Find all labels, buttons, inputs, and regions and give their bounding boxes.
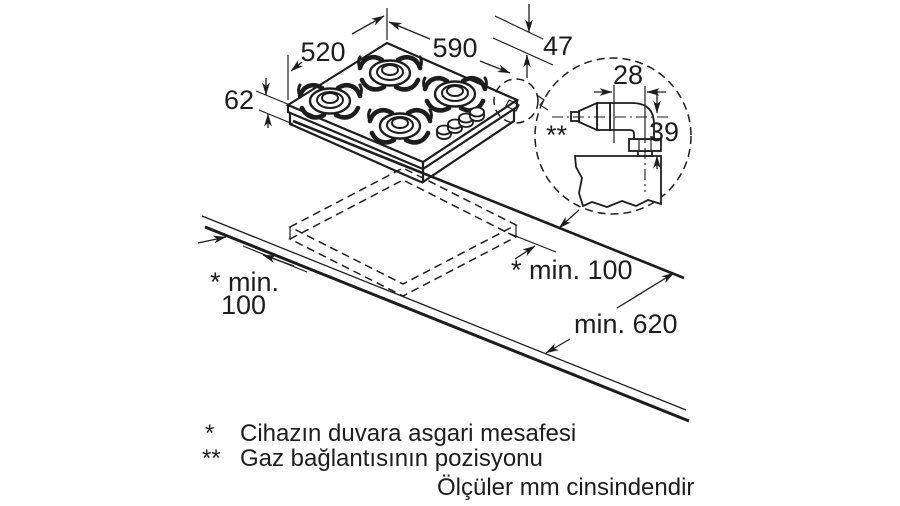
- units-note: Ölçüler mm cinsindendir: [437, 474, 694, 501]
- detail-dim-39-label: 39: [649, 117, 679, 147]
- hob-glass-edge: [286, 100, 519, 171]
- clearance-right-ref-line: [507, 232, 557, 253]
- counter-depth-label: min. 620: [574, 309, 678, 339]
- dim-47-ext-bottom: [492, 37, 554, 66]
- dim-520-label: 520: [300, 37, 345, 67]
- hob-body: [288, 109, 516, 185]
- gas-connection-tab: [505, 99, 520, 112]
- clearance-left-arrow-2: [262, 254, 295, 267]
- dim-47-label: 47: [543, 31, 573, 61]
- counter-front-edge-thin: [201, 215, 687, 411]
- fitting-nut-facets: [638, 139, 652, 151]
- dim-590-line-left: [388, 21, 431, 40]
- wall-edge-line: [292, 119, 685, 280]
- detail-circle: [534, 57, 692, 215]
- counter-and-cutout: [201, 119, 690, 423]
- gas-connection-detail: 28 39 **: [493, 57, 692, 229]
- clearance-left-label-line1: * min.: [210, 267, 279, 297]
- knob-4: [469, 106, 485, 122]
- hob-dimensions: 590 520 62 47: [224, 4, 573, 128]
- dim-62-label: 62: [224, 85, 254, 115]
- dim-520-line-left: [290, 60, 304, 72]
- gas-position-marker: **: [546, 120, 568, 150]
- hob: [285, 41, 520, 185]
- detail-source-circle: [493, 78, 539, 124]
- dim-62-ext-top: [255, 90, 291, 106]
- clearance-left-arrow-1: [197, 235, 227, 244]
- footnote-double-star-symbol: **: [202, 445, 221, 472]
- cutout-outline-top: [288, 167, 518, 285]
- clearance-right-arrow: [514, 245, 536, 260]
- detail-leader-arrow: [558, 209, 580, 229]
- dim-520-line-right: [351, 15, 385, 35]
- dim-590-label: 590: [432, 33, 477, 63]
- dim-62-ext-bottom: [258, 109, 294, 125]
- counter-front-edge-thick: [204, 225, 690, 423]
- footnote-star-text: Cihazın duvara asgari mesafesi: [240, 420, 576, 447]
- footnote-star-symbol: *: [205, 420, 214, 447]
- dim-47-ext-top: [494, 15, 544, 40]
- counter-depth-arrow-up: [616, 272, 675, 309]
- counter-depth-arrow-down: [545, 338, 571, 354]
- clearance-right-label: * min. 100: [511, 255, 633, 285]
- fitting-elbow: [609, 102, 655, 140]
- footnotes: * Cihazın duvara asgari mesafesi ** Gaz …: [202, 420, 694, 501]
- dim-590-line-right: [479, 60, 511, 74]
- gas-fitting: [570, 101, 662, 157]
- clearance-annotations: * min. 100 * min. 100 min. 620: [197, 232, 678, 354]
- footnote-double-star-text: Gaz bağlantısının pozisyonu: [240, 445, 543, 472]
- detail-dim-28-label: 28: [613, 60, 643, 90]
- clearance-left-label-line2: 100: [221, 290, 266, 320]
- detail-counter-block: [574, 155, 662, 208]
